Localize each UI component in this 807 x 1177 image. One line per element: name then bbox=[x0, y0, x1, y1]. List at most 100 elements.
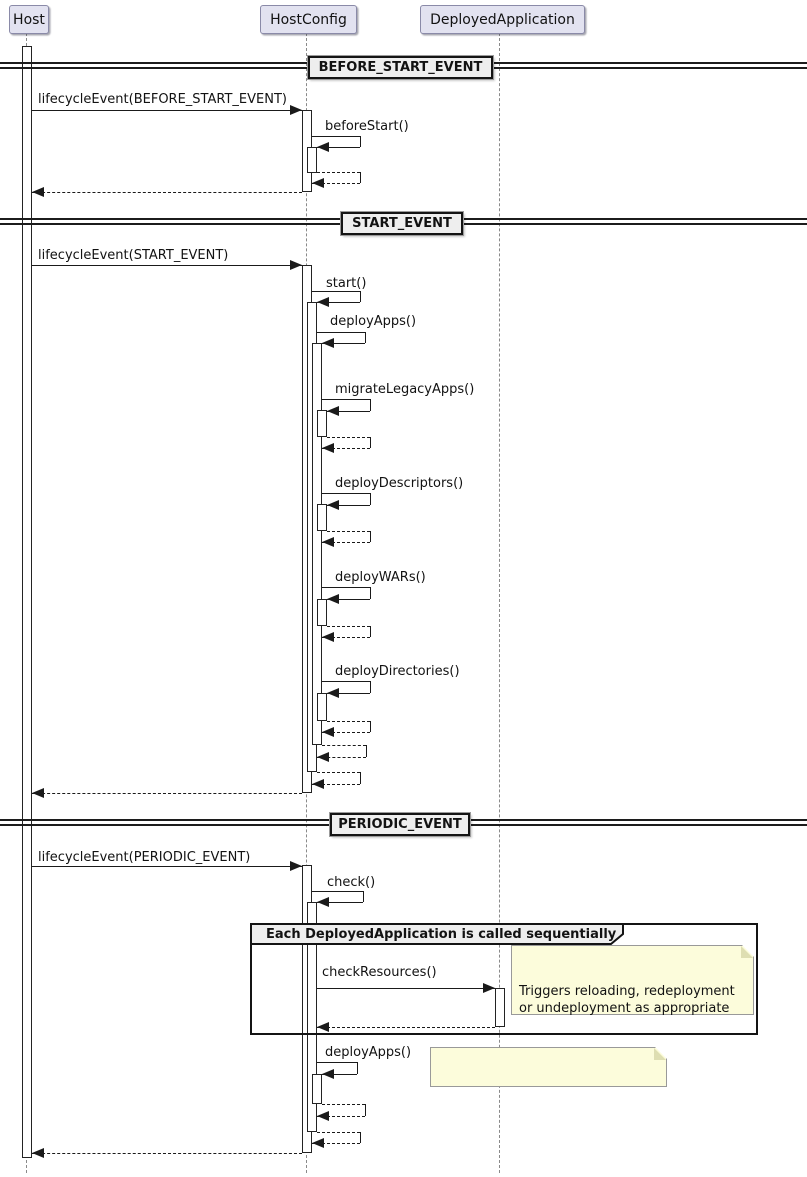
arrowhead bbox=[312, 178, 324, 188]
self-call-line bbox=[317, 1062, 357, 1063]
arrowhead bbox=[312, 779, 324, 789]
self-return-line bbox=[317, 772, 360, 773]
self-call-line bbox=[322, 493, 370, 494]
self-call-line bbox=[327, 599, 370, 600]
activation-deploywars bbox=[317, 599, 327, 626]
arrowhead bbox=[483, 983, 495, 993]
participant-deployedapplication: DeployedApplication bbox=[420, 5, 585, 34]
self-return-line bbox=[366, 745, 367, 757]
self-return-line bbox=[327, 531, 370, 532]
arrowhead bbox=[290, 861, 302, 871]
participant-host-label: Host bbox=[13, 11, 45, 28]
self-call-line bbox=[370, 681, 371, 693]
arrowhead bbox=[327, 688, 339, 698]
message-deploydirectories: deployDirectories() bbox=[335, 664, 460, 679]
self-call-line bbox=[360, 291, 361, 302]
note-checkresources: Triggers reloading, redeployment or unde… bbox=[511, 945, 754, 1015]
arrowhead bbox=[322, 537, 334, 547]
message-check: check() bbox=[327, 875, 376, 890]
arrowhead bbox=[327, 406, 339, 416]
self-return-line bbox=[360, 772, 361, 784]
activation-migratelegacyapps bbox=[317, 410, 327, 437]
self-return-line bbox=[322, 542, 370, 543]
arrowhead bbox=[322, 632, 334, 642]
activation-deploydescriptors bbox=[317, 504, 327, 531]
self-return-line bbox=[322, 732, 370, 733]
activation-deployapps-periodic bbox=[312, 1074, 322, 1104]
divider-before-start-event-label: BEFORE_START_EVENT bbox=[318, 60, 483, 75]
activation-check bbox=[307, 902, 317, 1132]
message-line bbox=[32, 866, 302, 867]
self-call-line bbox=[312, 136, 360, 137]
self-return-line bbox=[327, 626, 370, 627]
message-checkresources: checkResources() bbox=[322, 965, 437, 980]
self-call-line bbox=[317, 332, 365, 333]
arrowhead bbox=[322, 727, 334, 737]
divider-start-event-label: START_EVENT bbox=[352, 216, 452, 231]
message-deployapps: deployApps() bbox=[330, 314, 417, 329]
self-call-line bbox=[360, 136, 361, 147]
arrowhead bbox=[317, 1022, 329, 1032]
self-return-line bbox=[370, 531, 371, 542]
activation-beforestart bbox=[307, 147, 317, 173]
divider-periodic-event: PERIODIC_EVENT bbox=[329, 812, 471, 837]
self-return-line bbox=[322, 448, 370, 449]
self-call-line bbox=[322, 587, 370, 588]
activation-deploydirectories bbox=[317, 693, 327, 721]
self-return-line bbox=[322, 745, 366, 746]
arrowhead bbox=[32, 1148, 44, 1158]
activation-deployapps bbox=[312, 343, 322, 745]
arrowhead bbox=[290, 105, 302, 115]
self-return-line bbox=[322, 1104, 365, 1105]
self-return-line bbox=[370, 721, 371, 732]
group-title: Each DeployedApplication is called seque… bbox=[266, 927, 617, 942]
message-line bbox=[317, 988, 495, 989]
self-call-line bbox=[322, 343, 365, 344]
note-fold-corner bbox=[654, 1048, 666, 1060]
self-call-line bbox=[312, 891, 363, 892]
self-return-line bbox=[360, 1132, 361, 1143]
participant-hostconfig-label: HostConfig bbox=[270, 11, 347, 28]
self-call-line bbox=[322, 399, 370, 400]
self-return-line bbox=[360, 172, 361, 183]
arrowhead bbox=[322, 338, 334, 348]
self-return-line bbox=[312, 784, 360, 785]
self-return-line bbox=[317, 1116, 365, 1117]
arrowhead bbox=[32, 187, 44, 197]
self-call-line bbox=[317, 302, 360, 303]
self-call-line bbox=[370, 587, 371, 599]
self-return-line bbox=[370, 626, 371, 637]
self-return-line bbox=[312, 1143, 360, 1144]
arrowhead bbox=[327, 594, 339, 604]
self-call-line bbox=[317, 902, 363, 903]
divider-periodic-event-label: PERIODIC_EVENT bbox=[338, 817, 462, 832]
return-line bbox=[32, 793, 302, 794]
message-lifecycleevent-periodic: lifecycleEvent(PERIODIC_EVENT) bbox=[38, 850, 251, 865]
self-return-line bbox=[317, 1132, 360, 1133]
message-start: start() bbox=[326, 276, 367, 291]
note-deployapps: See START_EVENT for an expansion of the … bbox=[430, 1047, 667, 1087]
return-line bbox=[32, 1153, 302, 1154]
arrowhead bbox=[322, 1069, 334, 1079]
self-call-line bbox=[357, 1062, 358, 1074]
arrowhead bbox=[312, 1138, 324, 1148]
activation-deployedapplication-checkresources bbox=[495, 988, 505, 1027]
arrowhead bbox=[327, 500, 339, 510]
activation-host bbox=[22, 46, 32, 1158]
self-call-line bbox=[363, 891, 364, 902]
message-deploydescriptors: deployDescriptors() bbox=[335, 476, 464, 491]
message-line bbox=[32, 110, 302, 111]
self-call-line bbox=[327, 411, 370, 412]
message-lifecycleevent-before-start: lifecycleEvent(BEFORE_START_EVENT) bbox=[38, 92, 287, 107]
self-call-line bbox=[370, 399, 371, 411]
return-line bbox=[32, 192, 302, 193]
participant-hostconfig: HostConfig bbox=[260, 5, 357, 34]
message-line bbox=[32, 265, 302, 266]
arrowhead bbox=[317, 752, 329, 762]
self-return-line bbox=[365, 1104, 366, 1116]
self-return-line bbox=[370, 437, 371, 448]
self-return-line bbox=[327, 437, 370, 438]
arrowhead bbox=[322, 443, 334, 453]
arrowhead bbox=[317, 1111, 329, 1121]
return-line bbox=[317, 1027, 495, 1028]
